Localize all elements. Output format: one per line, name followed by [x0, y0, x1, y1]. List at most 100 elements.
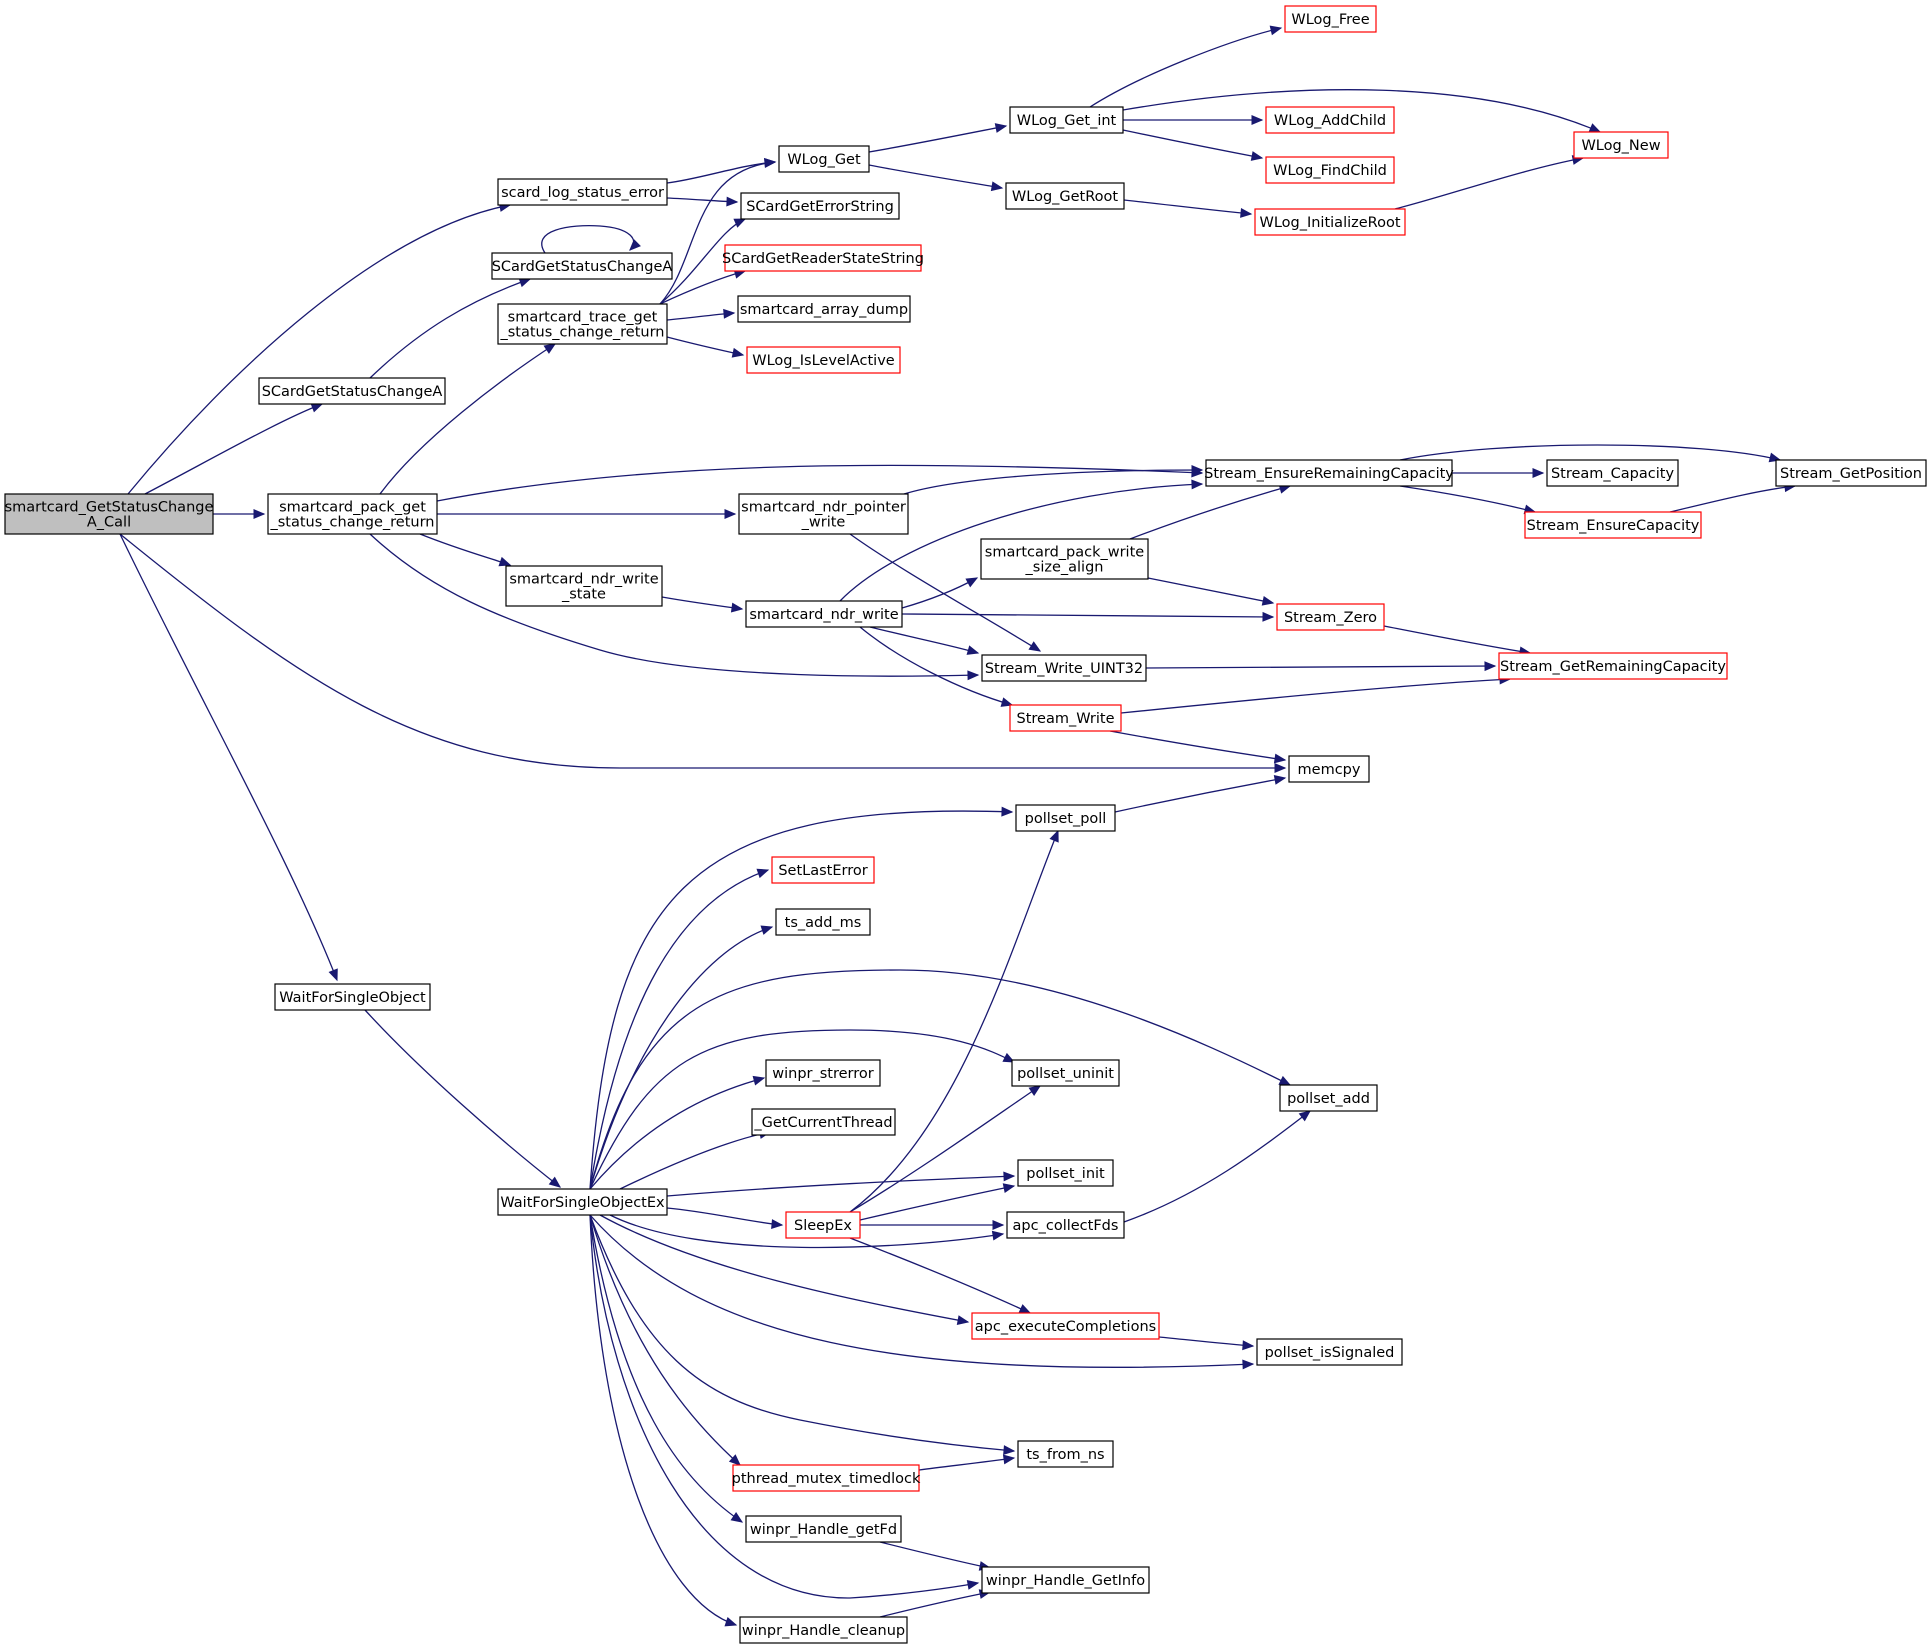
node-apc_collectFds[interactable]: apc_collectFds	[1006, 1211, 1125, 1239]
node-pollset_add[interactable]: pollset_add	[1279, 1084, 1378, 1112]
edge-line	[589, 926, 773, 1190]
node-label: Stream_Capacity	[1551, 466, 1674, 482]
edge-line	[666, 197, 738, 203]
node-label: WaitForSingleObject	[279, 990, 426, 1006]
edge-WLog_InitializeRoot-to-WLog_New	[1394, 155, 1585, 210]
node-WLog_GetRoot[interactable]: WLog_GetRoot	[1005, 182, 1125, 210]
node-winpr_Handle_GetInfo[interactable]: winpr_Handle_GetInfo	[981, 1566, 1150, 1594]
arrowhead-icon	[1242, 1340, 1255, 1351]
edge-line	[119, 533, 338, 981]
node-winpr_Handle_cleanup[interactable]: winpr_Handle_cleanup	[739, 1616, 908, 1644]
node-WLog_Free[interactable]: WLog_Free	[1284, 5, 1377, 33]
node-Stream_Zero[interactable]: Stream_Zero	[1276, 603, 1385, 631]
node-SCardGetReaderStateString[interactable]: SCardGetReaderStateString	[722, 244, 924, 272]
arrowhead-icon	[1250, 151, 1264, 161]
arrowhead-icon	[764, 158, 777, 168]
node-WaitForSingleObject[interactable]: WaitForSingleObject	[274, 983, 431, 1011]
node-smartcard_array_dump[interactable]: smartcard_array_dump	[737, 295, 911, 323]
node-scard_log_status_error[interactable]: scard_log_status_error	[497, 178, 668, 206]
edge-SleepEx-to-pollset_uninit	[849, 1085, 1042, 1213]
node-SCardGetStatusChangeA_mid[interactable]: SCardGetStatusChangeA	[258, 377, 446, 405]
node-pollset_poll[interactable]: pollset_poll	[1015, 804, 1116, 832]
node-Stream_EnsureRemainingCapacity[interactable]: Stream_EnsureRemainingCapacity	[1204, 459, 1454, 487]
edge-smartcard_ndr_pointer_write-to-Stream_Write_UINT32	[849, 533, 1042, 652]
edge-SleepEx-to-pollset_init	[859, 1183, 1016, 1221]
node-winpr_Handle_getFd[interactable]: winpr_Handle_getFd	[745, 1515, 902, 1543]
node-box	[775, 908, 871, 936]
edge-line	[879, 1591, 991, 1618]
node-box	[1498, 652, 1728, 680]
edge-Stream_EnsureCapacity-to-Stream_GetPosition	[1669, 482, 1797, 513]
edge-line	[1399, 485, 1536, 513]
node-pollset_isSignaled[interactable]: pollset_isSignaled	[1256, 1338, 1403, 1366]
edge-line	[1145, 665, 1496, 669]
arrowhead-icon	[728, 1454, 741, 1466]
node-SCardGetStatusChangeA_top[interactable]: SCardGetStatusChangeA	[491, 252, 673, 280]
edge-line	[144, 403, 323, 495]
node-Stream_GetRemainingCapacity[interactable]: Stream_GetRemainingCapacity	[1498, 652, 1728, 680]
node-SetLastError[interactable]: SetLastError	[771, 856, 875, 884]
node-Stream_Write[interactable]: Stream_Write	[1009, 704, 1122, 732]
node-box	[745, 1515, 902, 1543]
node-memcpy[interactable]: memcpy	[1288, 755, 1370, 783]
node-box	[785, 1211, 861, 1239]
node-label: pollset_isSignaled	[1265, 1345, 1395, 1361]
edge-WaitForSingleObjectEx-to-pollset_uninit	[589, 1029, 1016, 1190]
node-label: pthread_mutex_timedlock	[732, 1471, 921, 1487]
node-winpr_strerror[interactable]: winpr_strerror	[765, 1059, 881, 1087]
node-SleepEx[interactable]: SleepEx	[785, 1211, 861, 1239]
edge-WaitForSingleObjectEx-to-pollset_init	[666, 1171, 1016, 1197]
node-WLog_IsLevelActive[interactable]: WLog_IsLevelActive	[746, 346, 901, 374]
node-pollset_uninit[interactable]: pollset_uninit	[1011, 1059, 1120, 1087]
node-Stream_GetPosition[interactable]: Stream_GetPosition	[1775, 459, 1927, 487]
node-WLog_Get_int[interactable]: WLog_Get_int	[1009, 106, 1124, 134]
arrowhead-icon	[730, 1512, 744, 1523]
node-box	[1011, 1059, 1120, 1087]
edge-smartcard_pack-to-Stream_Write_UINT32	[369, 533, 980, 681]
edge-SCardGetStatusChangeA_top-to-SCardGetStatusChangeA_top	[541, 224, 641, 254]
node-_GetCurrentThread[interactable]: _GetCurrentThread	[751, 1108, 896, 1136]
arrowhead-icon	[1278, 1075, 1292, 1086]
node-label: WLog_Get	[787, 152, 861, 168]
node-Stream_Write_UINT32[interactable]: Stream_Write_UINT32	[981, 654, 1147, 682]
arrowhead-icon	[1269, 25, 1283, 36]
edge-line	[1109, 730, 1286, 761]
arrowhead-icon	[966, 1579, 980, 1590]
arrowhead-icon	[328, 968, 338, 982]
node-label: WLog_IsLevelActive	[752, 353, 895, 369]
edge-SleepEx-to-apc_collectFds	[860, 1220, 1005, 1230]
node-WLog_New[interactable]: WLog_New	[1573, 131, 1669, 159]
arrowhead-icon	[1028, 1085, 1042, 1096]
node-apc_executeCompletions[interactable]: apc_executeCompletions	[971, 1312, 1160, 1340]
node-label: ts_add_ms	[785, 915, 862, 931]
node-Stream_EnsureCapacity[interactable]: Stream_EnsureCapacity	[1524, 511, 1702, 539]
edge-line	[1122, 89, 1601, 133]
node-box	[737, 295, 911, 323]
node-smartcard_ndr_pointer_write[interactable]: smartcard_ndr_pointer_write	[738, 493, 909, 535]
node-WLog_Get[interactable]: WLog_Get	[778, 145, 870, 173]
node-WaitForSingleObjectEx[interactable]: WaitForSingleObjectEx	[497, 1188, 668, 1216]
edge-line	[1114, 777, 1286, 813]
node-smartcard_trace[interactable]: smartcard_trace_get_status_change_return	[497, 303, 668, 345]
node-box	[1524, 511, 1702, 539]
edge-smartcard_ndr_write-to-Stream_Zero	[901, 611, 1275, 622]
node-ts_from_ns[interactable]: ts_from_ns	[1017, 1440, 1114, 1468]
edge-line	[1147, 577, 1274, 604]
node-root[interactable]: smartcard_GetStatusChangeA_Call	[4, 493, 214, 535]
node-smartcard_ndr_write[interactable]: smartcard_ndr_write	[745, 600, 903, 628]
node-smartcard_pack_write_size_align[interactable]: smartcard_pack_write_size_align	[980, 538, 1149, 580]
node-ts_add_ms[interactable]: ts_add_ms	[775, 908, 871, 936]
arrowhead-icon	[990, 181, 1004, 192]
node-WLog_AddChild[interactable]: WLog_AddChild	[1265, 106, 1395, 134]
node-WLog_InitializeRoot[interactable]: WLog_InitializeRoot	[1254, 208, 1406, 236]
node-smartcard_ndr_write_state[interactable]: smartcard_ndr_write_state	[505, 565, 663, 607]
node-pollset_init[interactable]: pollset_init	[1017, 1159, 1114, 1187]
node-Stream_Capacity[interactable]: Stream_Capacity	[1546, 459, 1679, 487]
node-label: WLog_AddChild	[1274, 113, 1386, 129]
edge-root-to-memcpy	[119, 533, 1287, 773]
node-SCardGetErrorString[interactable]: SCardGetErrorString	[740, 192, 900, 220]
node-pthread_mutex_timedlock[interactable]: pthread_mutex_timedlock	[732, 1464, 921, 1492]
edge-root-to-smartcard_pack	[212, 509, 266, 519]
node-smartcard_pack[interactable]: smartcard_pack_get_status_change_return	[267, 493, 438, 535]
node-WLog_FindChild[interactable]: WLog_FindChild	[1265, 156, 1395, 184]
